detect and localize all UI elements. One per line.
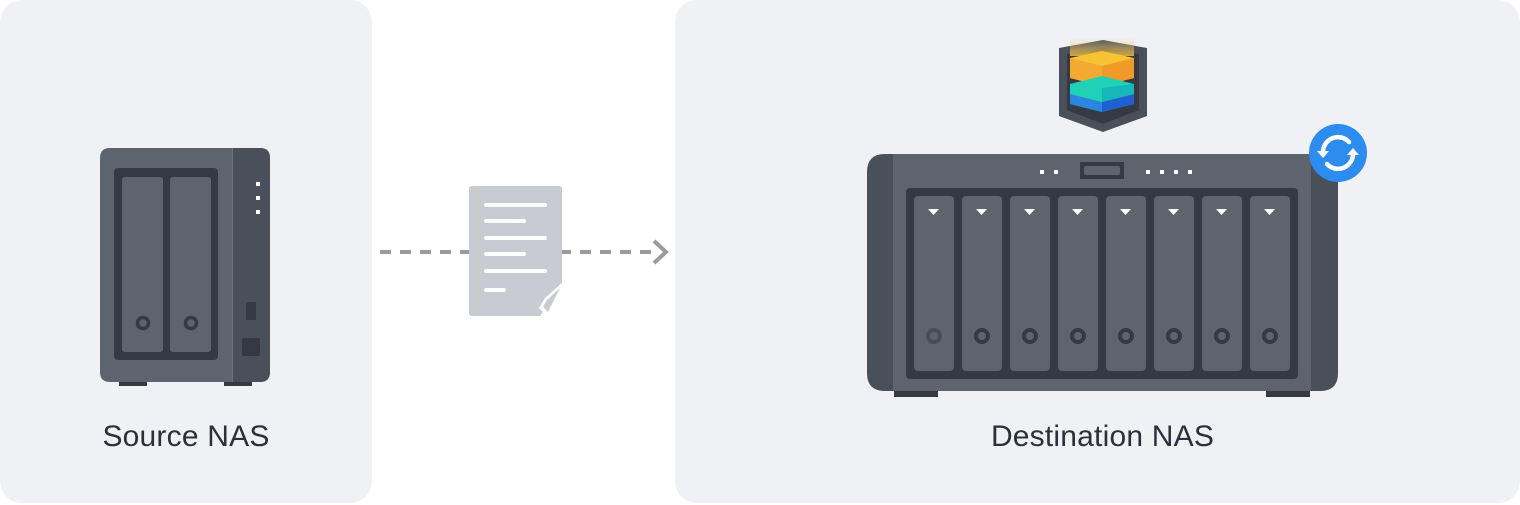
- drive-bays: [914, 196, 1290, 371]
- source-nas-label: Source NAS: [102, 420, 270, 453]
- sync-icon: [1309, 124, 1367, 182]
- stacked-layers-app-icon: [1059, 38, 1147, 132]
- source-nas-icon: [100, 148, 270, 386]
- destination-nas-label: Destination NAS: [990, 420, 1215, 453]
- document-icon: [469, 186, 563, 316]
- destination-nas-icon: [867, 154, 1338, 397]
